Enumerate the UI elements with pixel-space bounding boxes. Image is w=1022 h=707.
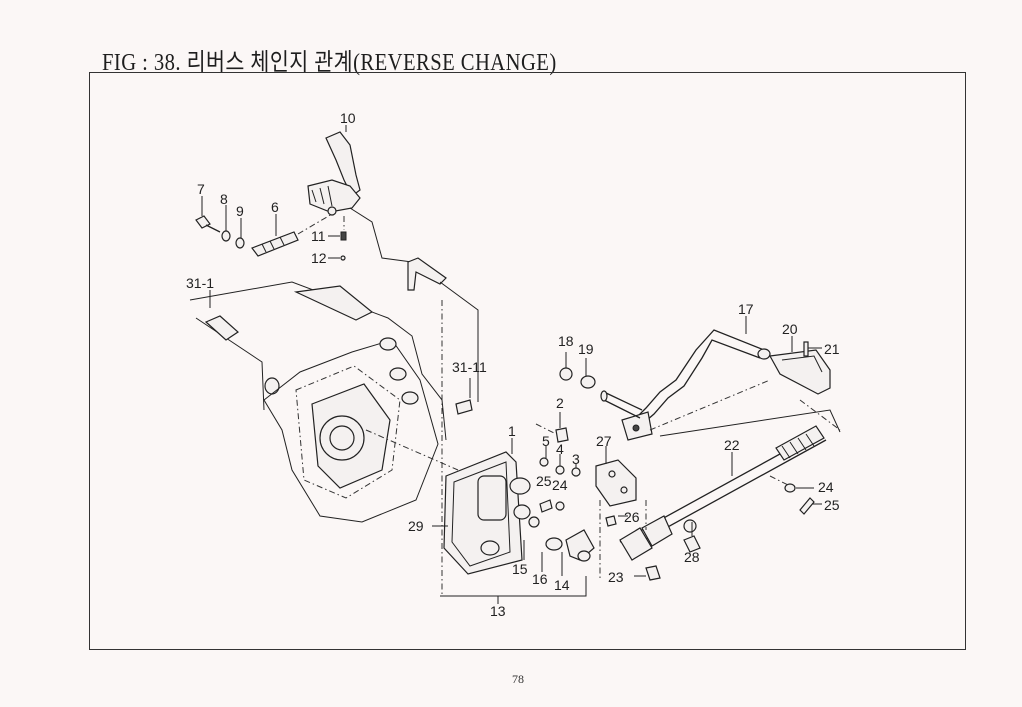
- label-part-24b: 24: [818, 479, 834, 495]
- part-20-knob: [769, 336, 831, 395]
- label-part-25b: 25: [824, 497, 840, 513]
- part-3-nut: [571, 464, 581, 477]
- part-18-19-pin: [559, 352, 771, 431]
- part-31-1-housing: [189, 281, 459, 523]
- label-part-13: 13: [490, 603, 506, 619]
- label-part-20: 20: [782, 321, 798, 337]
- label-part-21: 21: [824, 341, 840, 357]
- link-rod: [407, 257, 479, 596]
- part-5-nut: [539, 446, 549, 467]
- label-part-6: 6: [271, 199, 279, 215]
- label-part-26: 26: [624, 509, 640, 525]
- diagram-frame: [89, 72, 966, 650]
- label-part-1: 1: [508, 423, 516, 439]
- part-15-16-14-arm: [523, 516, 595, 576]
- label-part-27: 27: [596, 433, 612, 449]
- label-part-17: 17: [738, 301, 754, 317]
- label-part-4: 4: [556, 441, 564, 457]
- part-4-washer: [555, 454, 565, 475]
- part-21-pin: [803, 341, 822, 357]
- label-part-23: 23: [608, 569, 624, 585]
- label-part-8: 8: [220, 191, 228, 207]
- part-10-shift-lever: [307, 125, 413, 263]
- label-part-7: 7: [197, 181, 205, 197]
- label-part-25a: 25: [536, 473, 552, 489]
- label-part-19: 19: [578, 341, 594, 357]
- label-part-11: 11: [311, 228, 326, 244]
- page-number: 78: [512, 672, 524, 686]
- bracket-13: [440, 576, 587, 604]
- part-24-25-right: [769, 475, 822, 515]
- part-31-11-dowel: [455, 378, 473, 415]
- part-7-bolt: [195, 196, 221, 233]
- label-part-14: 14: [554, 577, 570, 593]
- part-23-bolt: [634, 565, 661, 581]
- label-part-22: 22: [724, 437, 740, 453]
- label-part-28: 28: [684, 549, 700, 565]
- label-part-3: 3: [572, 451, 580, 467]
- label-part-10: 10: [340, 110, 356, 126]
- part-29-cover: [432, 438, 531, 575]
- label-part-24a: 24: [552, 477, 568, 493]
- label-part-31-1: 31-1: [186, 275, 214, 291]
- part-6-shaft: [251, 213, 333, 257]
- guide-line-2: [659, 409, 841, 437]
- part-17-lever-rod: [621, 316, 771, 441]
- label-part-9: 9: [236, 203, 244, 219]
- page-title: FIG : 38. 리버스 체인지 관계(REVERSE CHANGE): [102, 50, 557, 76]
- label-part-12: 12: [311, 250, 327, 266]
- guide-line: [799, 399, 841, 431]
- label-part-2: 2: [556, 395, 564, 411]
- label-part-31-11: 31-11: [452, 359, 487, 375]
- part-8-washer: [221, 205, 231, 242]
- part-27-bracket: [595, 446, 637, 527]
- part-2-bolt: [535, 412, 569, 443]
- part-28-nut: [683, 522, 701, 553]
- part-22-shift-rod: [599, 425, 827, 580]
- label-part-18: 18: [558, 333, 574, 349]
- label-part-29: 29: [408, 518, 424, 534]
- label-part-15: 15: [512, 561, 528, 577]
- label-part-5: 5: [542, 433, 550, 449]
- label-part-16: 16: [532, 571, 548, 587]
- part-24-25-small: [539, 499, 565, 513]
- part-9-washer: [235, 218, 245, 249]
- part-11-12-pins: [328, 216, 347, 261]
